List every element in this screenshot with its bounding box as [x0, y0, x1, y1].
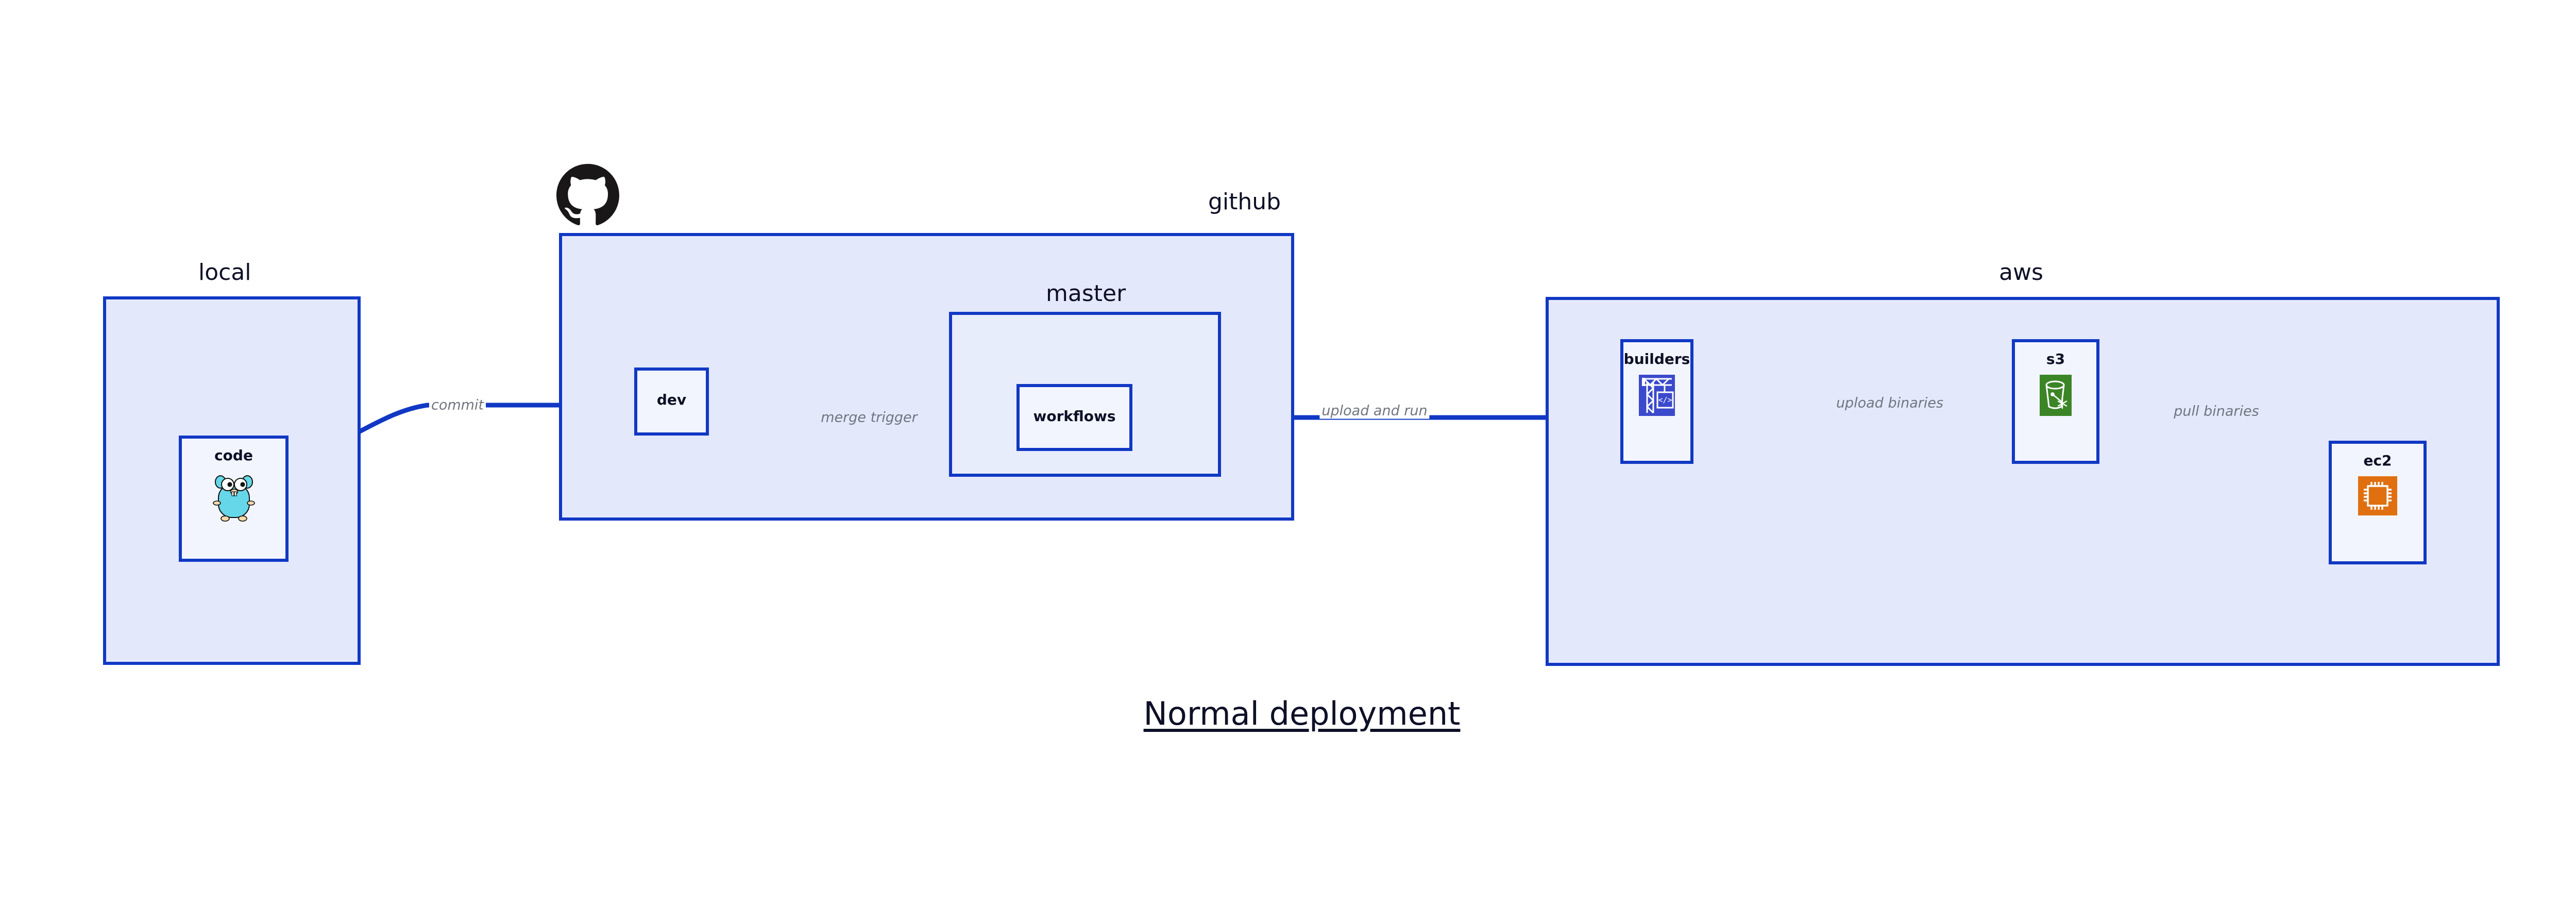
edge-label-upload-binaries: upload binaries: [1834, 395, 1946, 411]
diagram-caption: Normal deployment: [1143, 695, 1461, 732]
node-ec2[interactable]: ec2: [2329, 441, 2427, 564]
github-logo-icon: [556, 164, 619, 227]
edge-label-upload-and-run: upload and run: [1319, 403, 1430, 419]
node-label-workflows: workflows: [1033, 408, 1116, 425]
edge-label-pull-binaries: pull binaries: [2172, 403, 2261, 420]
crane-code-icon: </>: [1639, 375, 1675, 416]
cpu-chip-icon: [2358, 476, 2397, 515]
edge-label-merge-trigger: merge trigger: [819, 409, 920, 426]
edge-label-commit: commit: [429, 397, 486, 413]
node-label-s3: s3: [2046, 350, 2065, 368]
node-builders[interactable]: builders </>: [1620, 339, 1693, 464]
node-workflows[interactable]: workflows: [1016, 384, 1132, 451]
svg-text:</>: </>: [1658, 395, 1672, 405]
node-s3[interactable]: s3: [2012, 339, 2099, 464]
node-code[interactable]: code: [179, 436, 289, 562]
node-label-dev: dev: [656, 391, 687, 408]
node-label-builders: builders: [1623, 350, 1690, 368]
go-gopher-icon: [212, 471, 256, 525]
cluster-label-master: master: [1046, 280, 1126, 307]
cluster-label-github: github: [1208, 189, 1281, 215]
s3-bucket-icon: [2040, 375, 2072, 416]
node-dev[interactable]: dev: [634, 368, 709, 436]
node-label-code: code: [214, 447, 253, 464]
cluster-label-local: local: [198, 259, 251, 286]
node-label-ec2: ec2: [2363, 452, 2392, 469]
cluster-label-aws: aws: [1999, 259, 2043, 286]
